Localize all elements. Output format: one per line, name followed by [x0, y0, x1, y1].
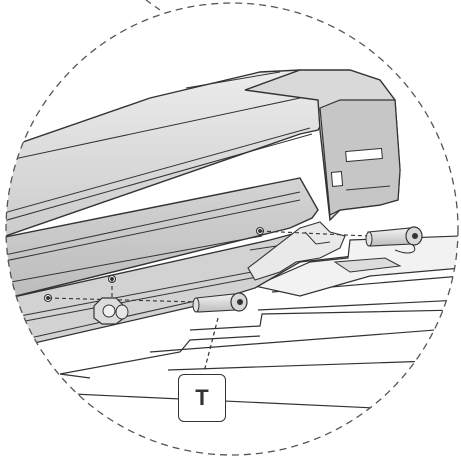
- lead-line-top: [145, 0, 161, 11]
- belt-flap: [247, 221, 346, 281]
- bolt-icon: [365, 226, 423, 254]
- end-face-slots: [330, 147, 391, 191]
- bolt-icon: [192, 292, 248, 313]
- callout-label: T: [195, 385, 209, 410]
- housing-ridges: [6, 71, 313, 223]
- nut-icon: [93, 297, 129, 325]
- detail-view: [6, 69, 458, 413]
- housing-side-lines: [6, 191, 301, 285]
- alignment-lines: [47, 230, 369, 303]
- base-plate-slot: [333, 257, 402, 273]
- belt-fold: [304, 231, 331, 245]
- callout-label-box: T: [178, 374, 226, 422]
- label-leader: [203, 317, 219, 373]
- detail-circle: [5, 2, 459, 456]
